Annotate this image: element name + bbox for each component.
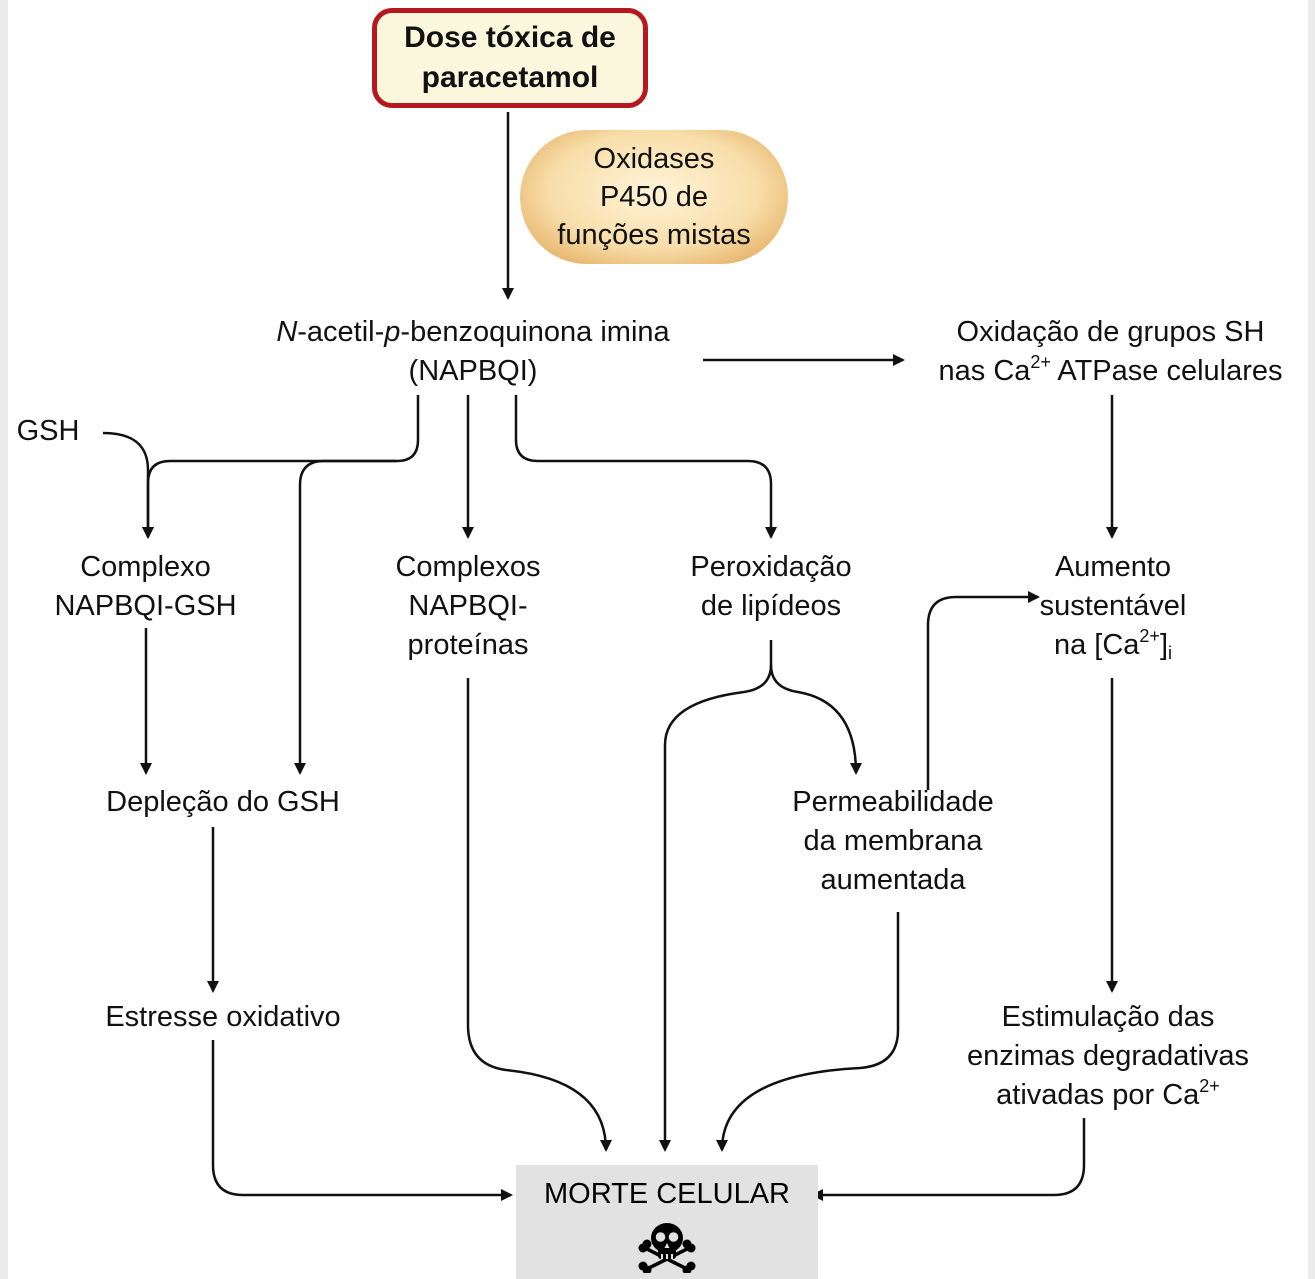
permeability-line2: da membrana xyxy=(803,825,983,857)
arrow-enzymes-to-death xyxy=(811,1118,1086,1201)
complex-gsh-node: Complexo NAPBQI-GSH xyxy=(28,548,263,626)
enzymes-line3: ativadas por Ca2+ xyxy=(938,1076,1278,1115)
arrow-napbqi-to-complex-gsh xyxy=(142,395,420,539)
cell-death-label: MORTE CELULAR xyxy=(543,1178,791,1210)
flow-arrows xyxy=(102,112,1118,1201)
peroxidation-line2: de lipídeos xyxy=(700,590,842,622)
oxidases-pill: Oxidases P450 de funções mistas xyxy=(520,130,788,264)
enzymes-line1: Estimulação das xyxy=(1001,1001,1215,1033)
peroxidation-node: Peroxidação de lipídeos xyxy=(661,548,881,626)
napbqi-node: N-acetil-p-benzoquinona imina (NAPBQI) xyxy=(223,313,723,391)
napbqi-n-prefix: N xyxy=(276,316,298,348)
oxidation-line2: nas Ca2+ ATPase celulares xyxy=(913,352,1308,391)
cell-death-box: MORTE CELULAR xyxy=(516,1165,818,1279)
arrow-gsh-to-complex xyxy=(102,431,154,539)
calcium-line3-post: ] xyxy=(1159,629,1169,661)
enzymes-superscript: 2+ xyxy=(1199,1076,1220,1096)
permeability-line1: Permeabilidade xyxy=(792,786,994,818)
napbqi-mid1: -acetil- xyxy=(297,316,385,348)
complex-prot-node: Complexos NAPBQI- proteínas xyxy=(368,548,568,665)
complex-gsh-line1: Complexo xyxy=(80,551,211,583)
oxidation-line2-post: ATPase celulares xyxy=(1050,355,1283,387)
dose-label: Dose tóxica de paracetamol xyxy=(404,18,616,98)
oxidation-superscript: 2+ xyxy=(1030,352,1051,372)
diagram-canvas: Dose tóxica de paracetamol Oxidases P450… xyxy=(8,0,1308,1279)
skull-crossbones-icon xyxy=(638,1223,696,1273)
permeability-line3: aumentada xyxy=(820,864,966,896)
oxidases-line2: P450 de xyxy=(599,181,709,213)
complex-prot-line3: proteínas xyxy=(407,629,529,661)
calcium-increase-line2: sustentável xyxy=(1039,590,1187,622)
arrow-peroxidation-to-permeability xyxy=(769,640,862,775)
oxidation-line1: Oxidação de grupos SH xyxy=(956,316,1265,348)
gsh-label: GSH xyxy=(16,415,80,447)
oxidation-node: Oxidação de grupos SH nas Ca2+ ATPase ce… xyxy=(913,313,1308,391)
napbqi-mid2: -benzoquinona imina xyxy=(400,316,670,348)
dose-line2: paracetamol xyxy=(421,61,599,94)
complex-prot-line1: Complexos xyxy=(395,551,541,583)
enzymes-line3-pre: ativadas por Ca xyxy=(996,1079,1200,1111)
dose-box: Dose tóxica de paracetamol xyxy=(372,8,648,108)
gsh-depletion-node: Depleção do GSH xyxy=(106,786,340,818)
calcium-subscript: i xyxy=(1168,643,1173,663)
napbqi-line1: N-acetil-p-benzoquinona imina xyxy=(223,313,723,352)
calcium-increase-line1: Aumento xyxy=(1054,551,1172,583)
calcium-increase-line3: na [Ca2+]i xyxy=(1008,626,1218,665)
arrow-stress-to-death xyxy=(211,1040,513,1201)
oxidases-label: Oxidases P450 de funções mistas xyxy=(557,140,750,254)
napbqi-line2: (NAPBQI) xyxy=(408,355,538,387)
peroxidation-line1: Peroxidação xyxy=(690,551,852,583)
arrow-complex-prot-to-death xyxy=(466,678,612,1152)
calcium-superscript: 2+ xyxy=(1139,626,1160,646)
dose-line1: Dose tóxica de xyxy=(404,21,616,54)
arrow-napbqi-to-peroxidation xyxy=(514,395,777,539)
oxidative-stress-node: Estresse oxidativo xyxy=(105,1001,341,1033)
oxidases-line3: funções mistas xyxy=(557,219,751,251)
calcium-increase-node: Aumento sustentável na [Ca2+]i xyxy=(1008,548,1218,665)
calcium-line3-pre: na [Ca xyxy=(1053,629,1140,661)
enzymes-node: Estimulação das enzimas degradativas ati… xyxy=(938,998,1278,1115)
arrow-peroxidation-to-death xyxy=(659,664,773,1152)
arrow-permeability-to-calcium xyxy=(926,591,1040,790)
arrow-napbqi-to-gsh-depletion xyxy=(294,459,397,775)
oxidation-line2-pre: nas Ca xyxy=(938,355,1031,387)
enzymes-line2: enzimas degradativas xyxy=(966,1040,1250,1072)
permeability-node: Permeabilidade da membrana aumentada xyxy=(763,783,1023,900)
arrow-permeability-to-death xyxy=(716,912,900,1152)
complex-prot-line2: NAPBQI- xyxy=(408,590,528,622)
napbqi-p-prefix: p xyxy=(384,316,401,348)
complex-gsh-line2: NAPBQI-GSH xyxy=(54,590,237,622)
oxidases-line1: Oxidases xyxy=(593,143,715,175)
